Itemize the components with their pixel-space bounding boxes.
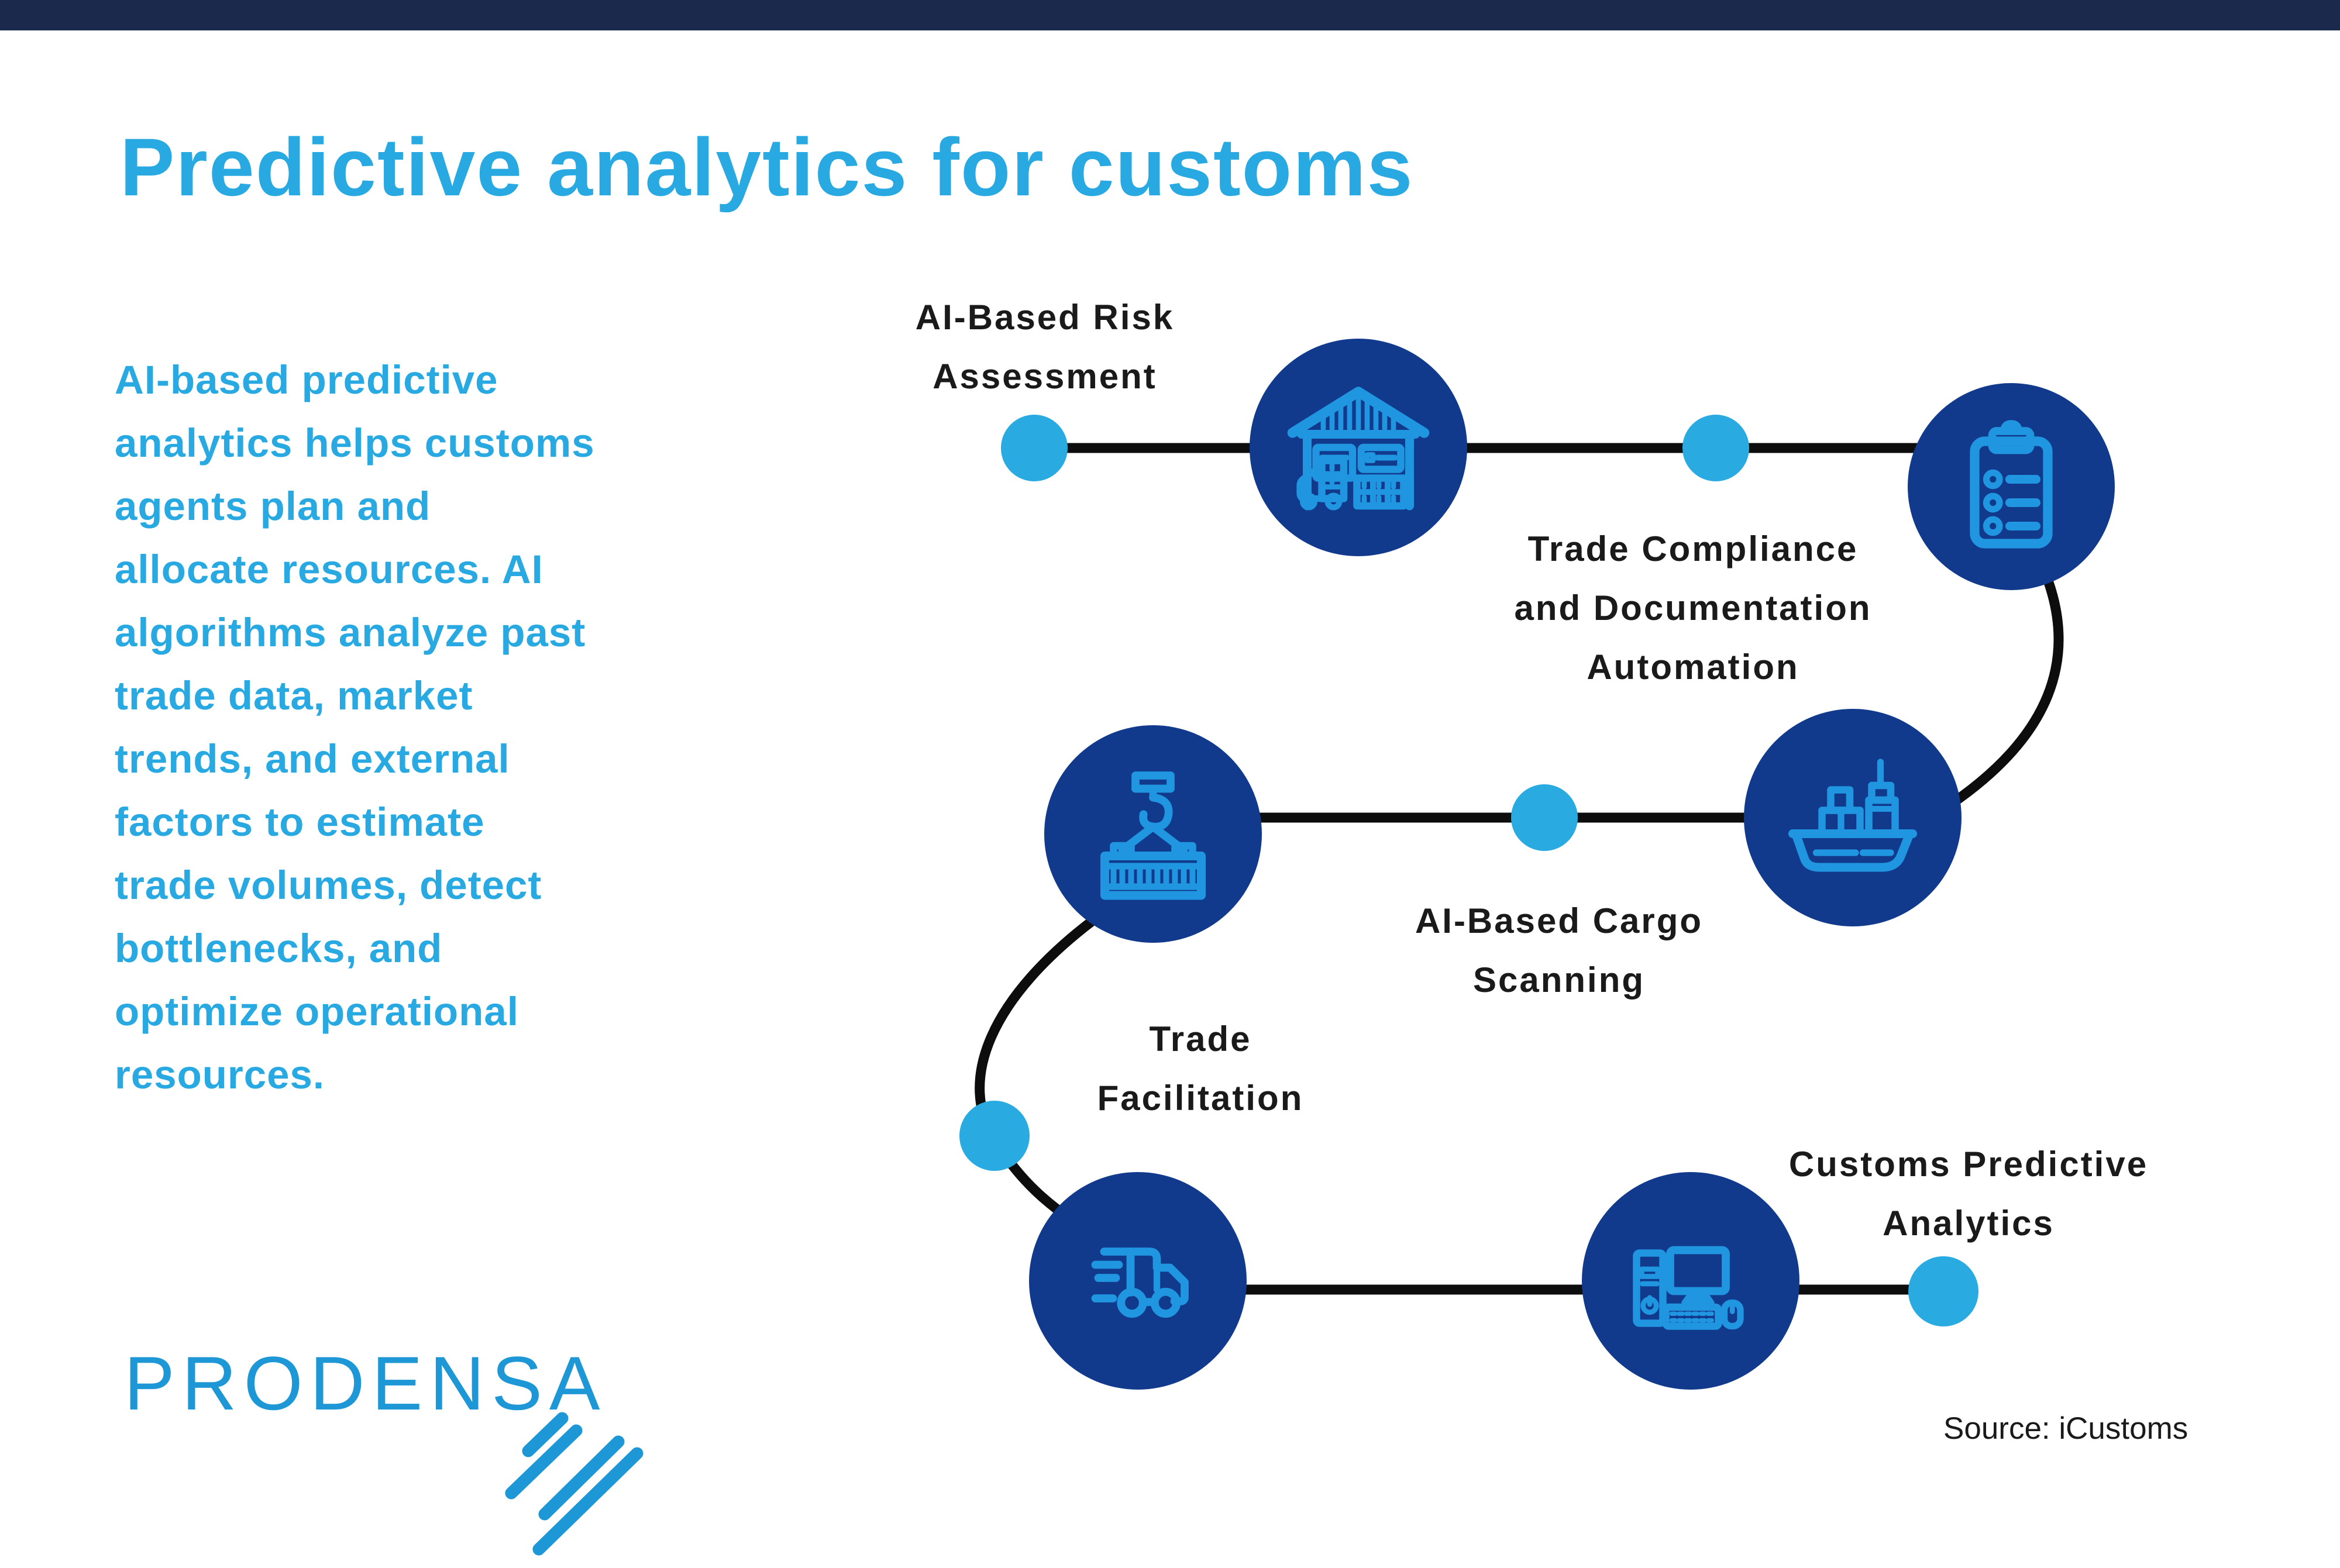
cargo-ship-icon — [1788, 759, 1917, 872]
warehouse-icon — [1287, 387, 1430, 511]
prodensa-logo: PRODENSA — [124, 1340, 607, 1426]
intro-paragraph: AI-based predictive analytics helps cust… — [115, 349, 595, 1107]
node-trade-facilitation — [1044, 725, 1262, 943]
delivery-truck-icon — [1091, 1247, 1189, 1318]
page-title: Predictive analytics for customs — [120, 121, 1414, 213]
waypoint-dot — [1001, 415, 1068, 481]
waypoint-dot — [1682, 415, 1749, 481]
top-brand-bar — [0, 0, 2340, 30]
node-trade-compliance — [1908, 383, 2115, 590]
intro-line: bottlenecks, and — [115, 926, 443, 971]
node-predictive-analytics — [1582, 1172, 1799, 1390]
node-circle — [1908, 383, 2115, 590]
node-circle — [1044, 725, 1262, 943]
intro-line: analytics helps customs — [115, 421, 595, 466]
source-credit: Source: iCustoms — [1943, 1411, 2188, 1446]
intro-line: factors to estimate — [115, 799, 485, 845]
waypoint-dot — [959, 1101, 1030, 1171]
connector-curve1 — [1939, 562, 2064, 815]
waypoint-dot — [1511, 784, 1578, 851]
intro-line: resources. — [115, 1052, 325, 1097]
step-label-predictive-analytics: Customs Predictive Analytics — [1788, 1145, 2149, 1243]
node-risk-assessment — [1250, 339, 1467, 556]
intro-line: optimize operational — [115, 989, 519, 1034]
container-crane-icon — [1100, 771, 1206, 900]
intro-line: trade data, market — [115, 673, 473, 718]
intro-line: allocate resources. AI — [115, 547, 543, 592]
intro-line: trade volumes, detect — [115, 863, 542, 908]
node-cargo-scanning — [1744, 709, 1962, 926]
waypoint-dot — [1908, 1256, 1978, 1326]
intro-line: trends, and external — [115, 736, 510, 781]
prodensa-slashes-icon — [505, 1412, 644, 1556]
step-label-trade-compliance: Trade Compliance and Documentation Autom… — [1514, 529, 1872, 687]
intro-line: agents plan and — [115, 484, 431, 529]
node-circle — [1582, 1172, 1799, 1390]
step-label-risk-assessment: AI-Based Risk Assessment — [915, 298, 1175, 396]
clipboard-checklist-icon — [1970, 420, 2053, 549]
intro-line: AI-based predictive — [115, 357, 498, 402]
node-circle — [1029, 1172, 1247, 1390]
node-delivery — [1029, 1172, 1247, 1390]
node-circle — [1744, 709, 1962, 926]
desktop-computer-icon — [1633, 1246, 1744, 1330]
step-label-cargo-scanning: AI-Based Cargo Scanning — [1415, 901, 1704, 1000]
intro-line: algorithms analyze past — [115, 610, 586, 655]
step-label-trade-facilitation: Trade Facilitation — [1097, 1019, 1304, 1118]
